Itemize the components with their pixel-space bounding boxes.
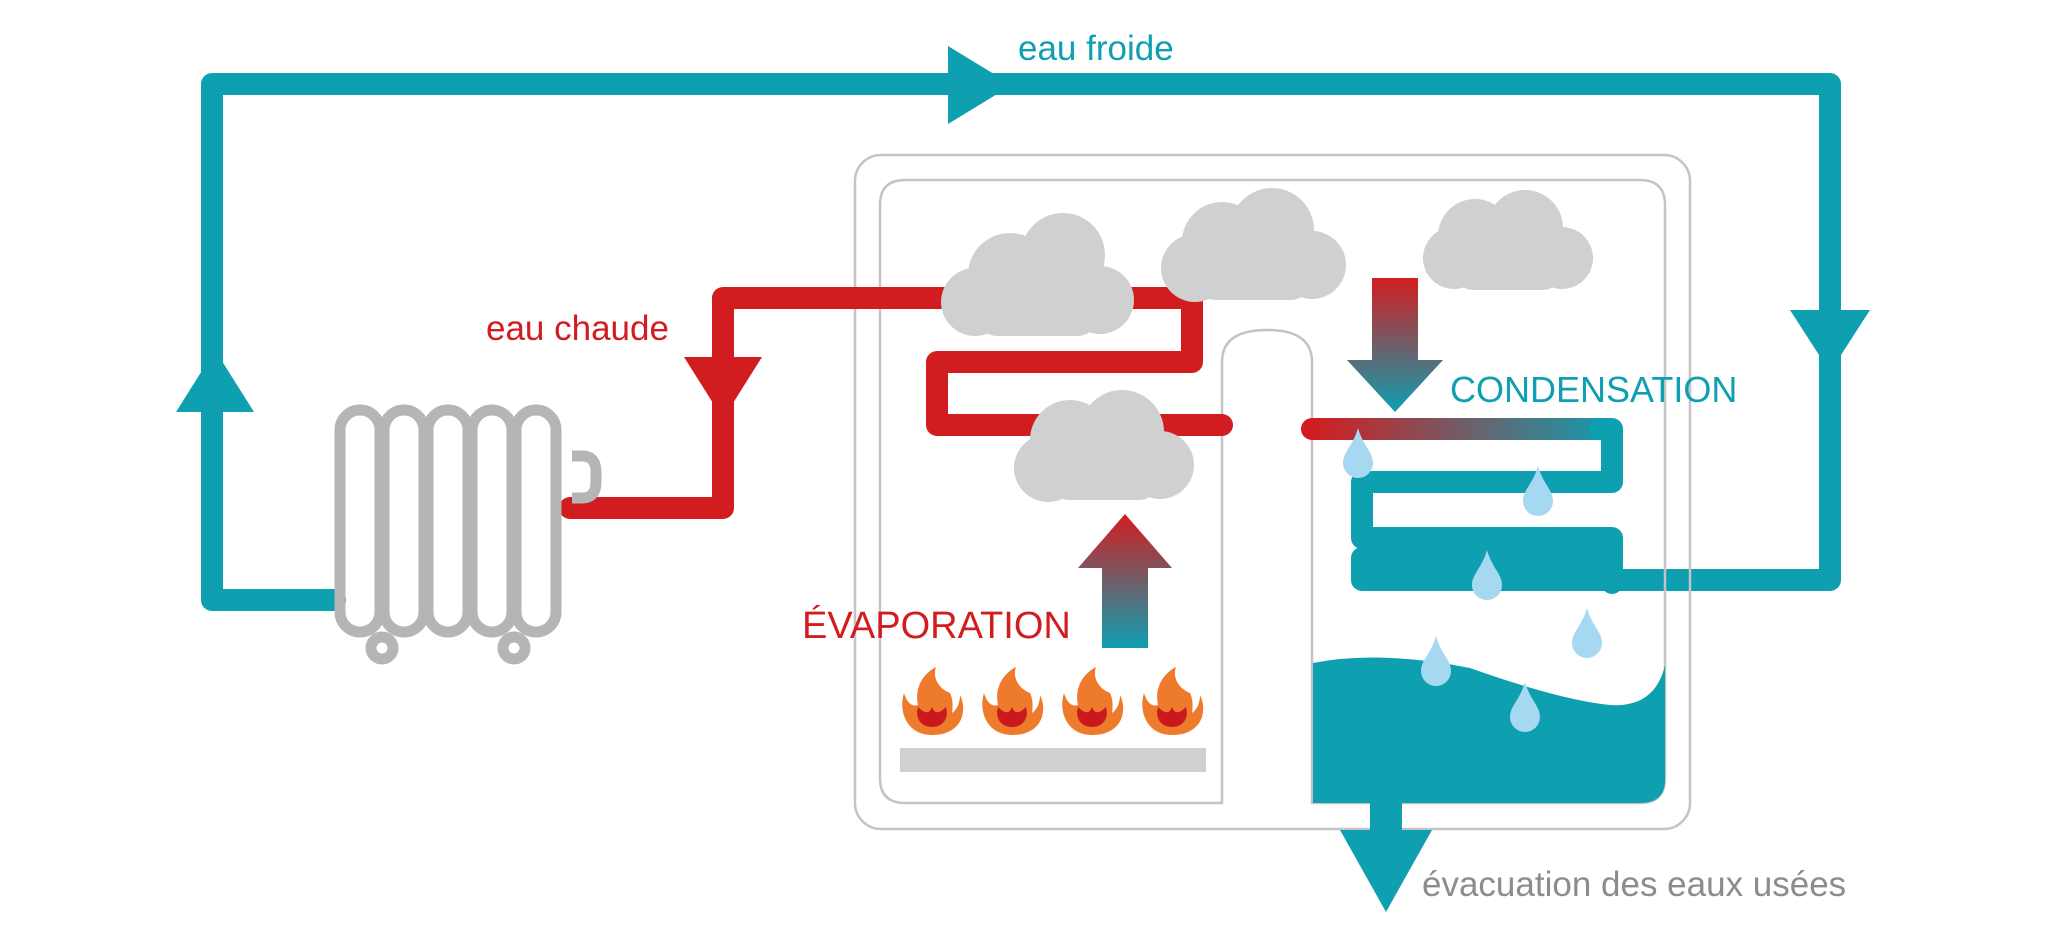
cloud-icon — [1423, 190, 1593, 290]
flame-icon — [982, 667, 1044, 735]
arrow-icon — [684, 357, 762, 419]
condensation-coil — [1301, 418, 1623, 594]
droplet-icon — [1472, 550, 1502, 600]
hot-water-label: eau chaude — [486, 309, 669, 348]
cloud-icon — [941, 213, 1134, 336]
droplet-icon — [1572, 608, 1602, 658]
cloud-icon — [1014, 390, 1194, 502]
droplet-icon — [1343, 428, 1373, 478]
waste-water-label: évacuation des eaux usées — [1422, 865, 1846, 904]
cloud-icon — [1161, 188, 1346, 302]
arrow-icon — [948, 46, 1012, 124]
condensation-label: CONDENSATION — [1450, 369, 1737, 410]
droplet-icon — [1510, 682, 1540, 732]
flame-icon — [902, 667, 964, 735]
drain-outlet — [1340, 790, 1432, 912]
flame-icon — [1062, 667, 1124, 735]
water-pool — [1313, 657, 1665, 803]
evaporation-label: ÉVAPORATION — [802, 604, 1071, 647]
radiator-icon — [334, 404, 602, 665]
burner-plate — [900, 748, 1206, 772]
hot-water-pipe — [559, 287, 1233, 519]
flame-icon — [1142, 667, 1204, 735]
condensation-arrow-icon — [1347, 278, 1443, 412]
arrow-icon — [176, 350, 254, 412]
arrow-icon — [1790, 310, 1870, 372]
droplet-icon — [1421, 636, 1451, 686]
evaporation-arrow-icon — [1078, 514, 1172, 648]
droplet-icon — [1523, 466, 1553, 516]
cold-water-label: eau froide — [1018, 29, 1174, 68]
cold-water-loop — [201, 73, 1841, 611]
